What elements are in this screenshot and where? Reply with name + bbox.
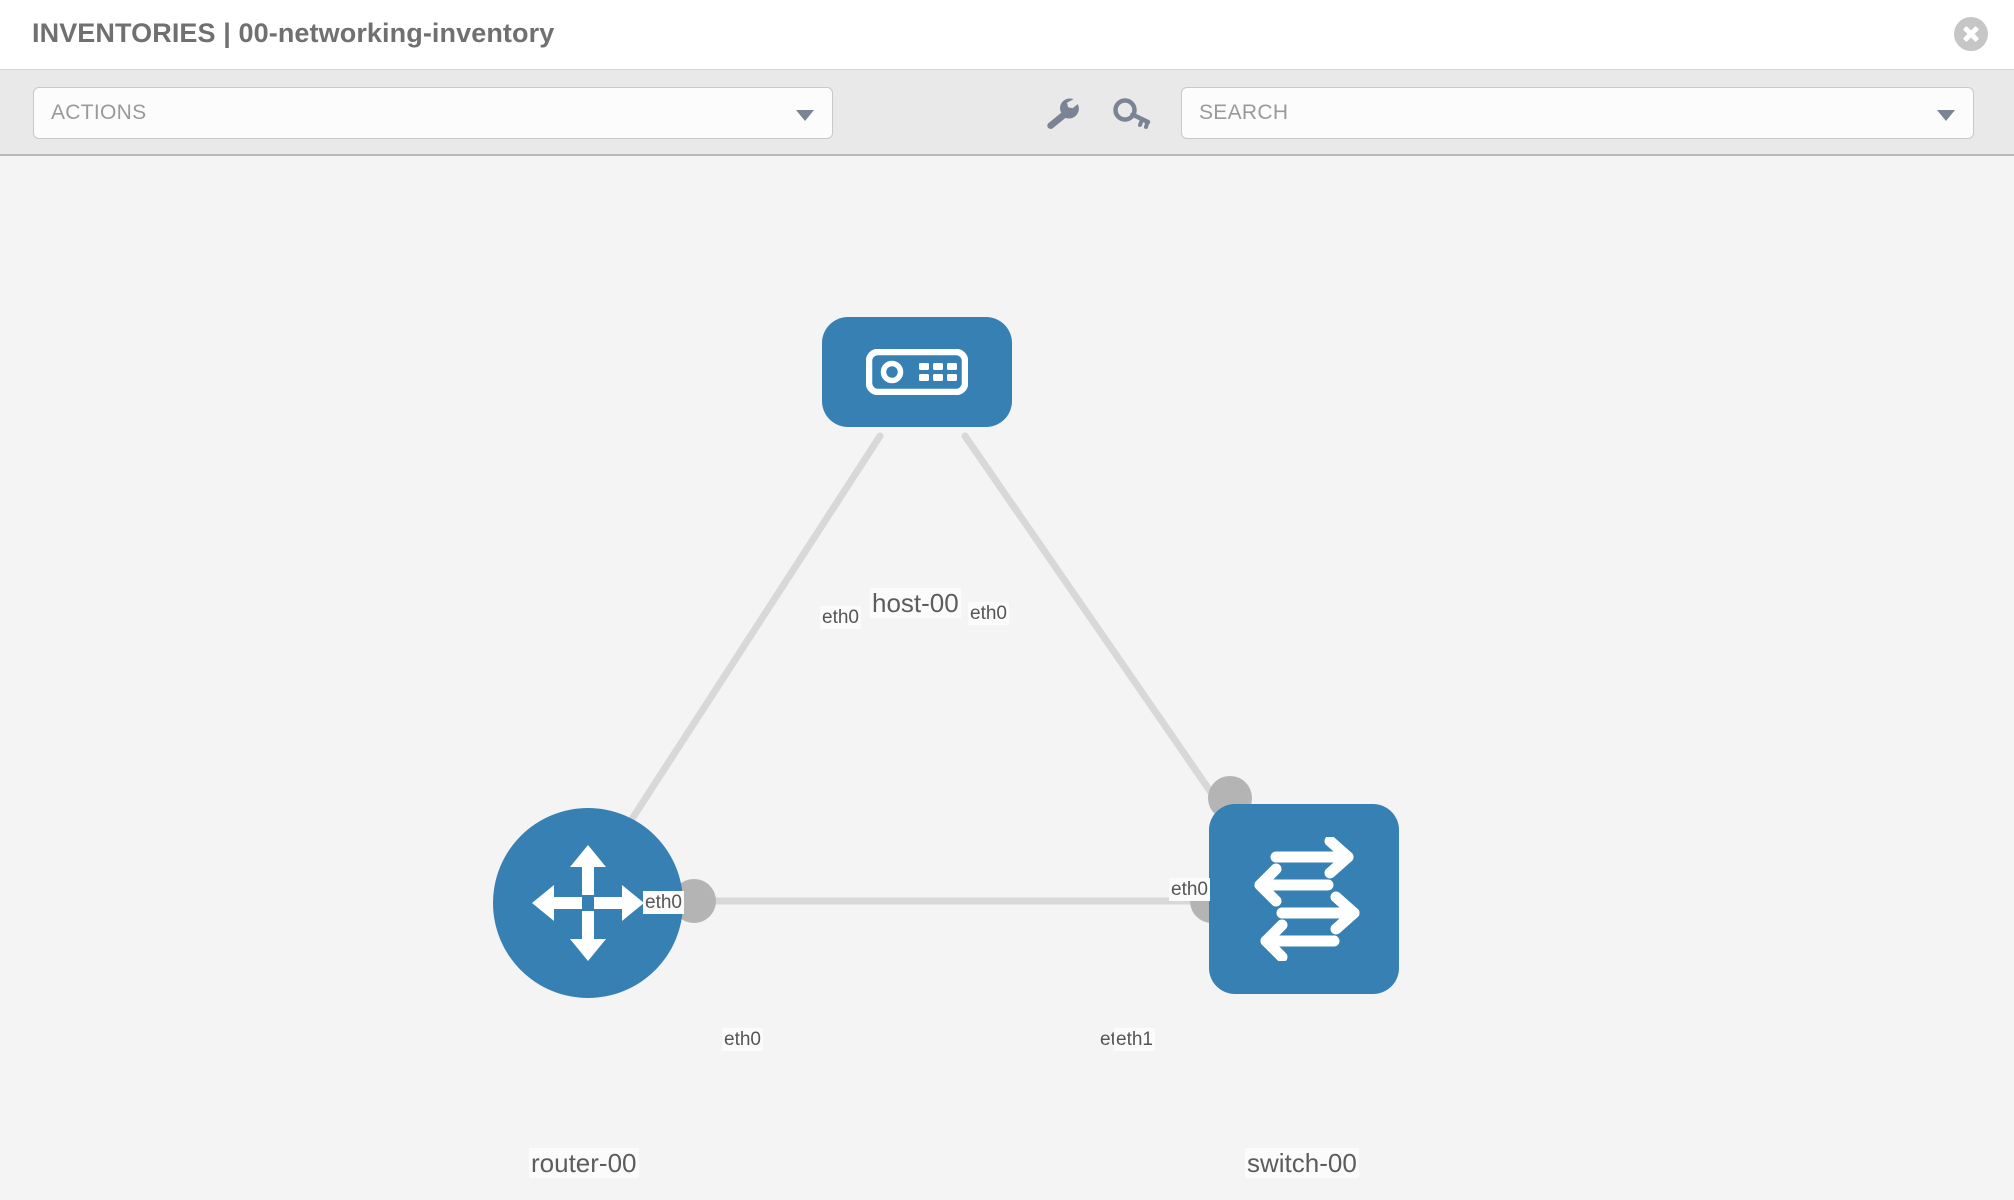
search-input[interactable]: SEARCH [1181, 87, 1974, 139]
topology-canvas[interactable]: host-00 router-00 switch-00 eth0 eth0 et… [0, 156, 2014, 1200]
page-title: INVENTORIES | 00-networking-inventory [32, 18, 555, 48]
topology-links-layer [604, 432, 1252, 905]
node-label-switch-00: switch-00 [1245, 1148, 1359, 1178]
page-header: INVENTORIES | 00-networking-inventory [0, 0, 2014, 70]
wrench-icon[interactable] [1043, 96, 1083, 132]
interface-label-router-east: eth0 [722, 1028, 763, 1051]
link-host-router [604, 432, 884, 860]
chevron-down-icon[interactable] [1937, 110, 1955, 121]
interface-label-host-right: eth0 [968, 602, 1009, 625]
node-label-host-00: host-00 [870, 588, 961, 618]
key-icon[interactable] [1113, 96, 1153, 132]
search-input-placeholder: SEARCH [1199, 101, 1289, 124]
interface-label-router-uplink: eth0 [643, 891, 684, 914]
router-arrows-icon [532, 845, 644, 961]
interface-label-switch-west-eth1: eth1 [1114, 1028, 1155, 1051]
link-host-switch [961, 432, 1252, 850]
chevron-down-icon [796, 110, 814, 121]
switch-arrows-icon [1254, 837, 1360, 961]
actions-dropdown[interactable]: ACTIONS [33, 87, 833, 139]
server-icon [866, 349, 968, 395]
interface-label-switch-uplink: eth0 [1169, 878, 1210, 901]
actions-dropdown-label: ACTIONS [51, 101, 147, 124]
toolbar: ACTIONS SEARCH [0, 70, 2014, 156]
close-icon[interactable] [1954, 17, 1988, 51]
interface-label-host-left: eth0 [820, 606, 861, 629]
topology-node-switch-00[interactable] [1209, 804, 1399, 994]
node-label-router-00: router-00 [529, 1148, 639, 1178]
topology-node-host-00[interactable] [822, 317, 1012, 427]
